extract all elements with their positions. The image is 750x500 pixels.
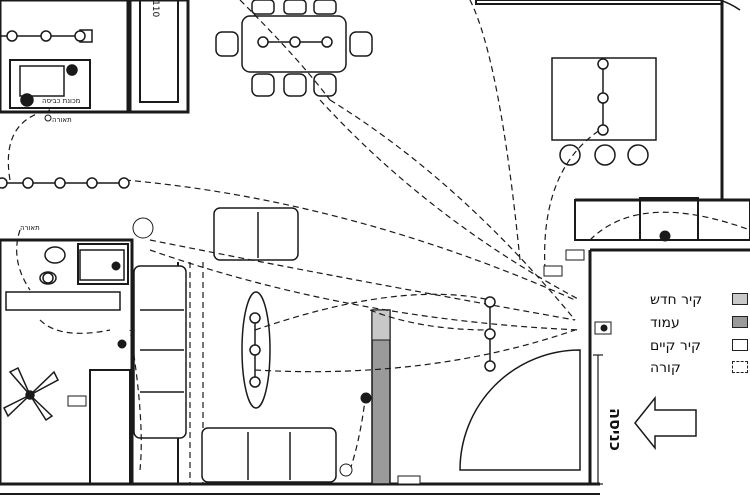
door-swings [459,0,741,471]
wiring-paths [7,0,750,471]
legend-label: קיר קיים [650,338,701,354]
legend-item-column: עמוד [640,315,750,331]
legend-item-beam: קורה [640,360,750,376]
appliance-label: מכונת כביסה [42,97,81,105]
dimension-line [593,354,603,485]
legend-item-existing-wall: קיר קיים [640,338,750,354]
dimension-label: 110 [150,0,160,18]
entrance-arrow-icon [634,395,697,451]
lighting-label: תאורה [52,116,72,124]
entrance-label: כניסה [606,408,625,451]
ceiling-fan [2,366,59,422]
lighting-label: תאורה [20,224,40,232]
legend-label: עמוד [650,315,680,331]
legend-label: קורה [650,360,681,376]
legend-swatch-new-wall [732,293,748,305]
outlets [44,114,671,485]
light-fixtures [0,30,609,388]
legend-swatch-column [732,316,748,328]
legend-item-new-wall: קיר חדש [640,292,750,308]
legend-swatch-existing-wall [732,339,748,351]
legend-swatch-beam [732,361,748,373]
legend-label: קיר חדש [650,292,703,308]
furniture [5,0,657,483]
